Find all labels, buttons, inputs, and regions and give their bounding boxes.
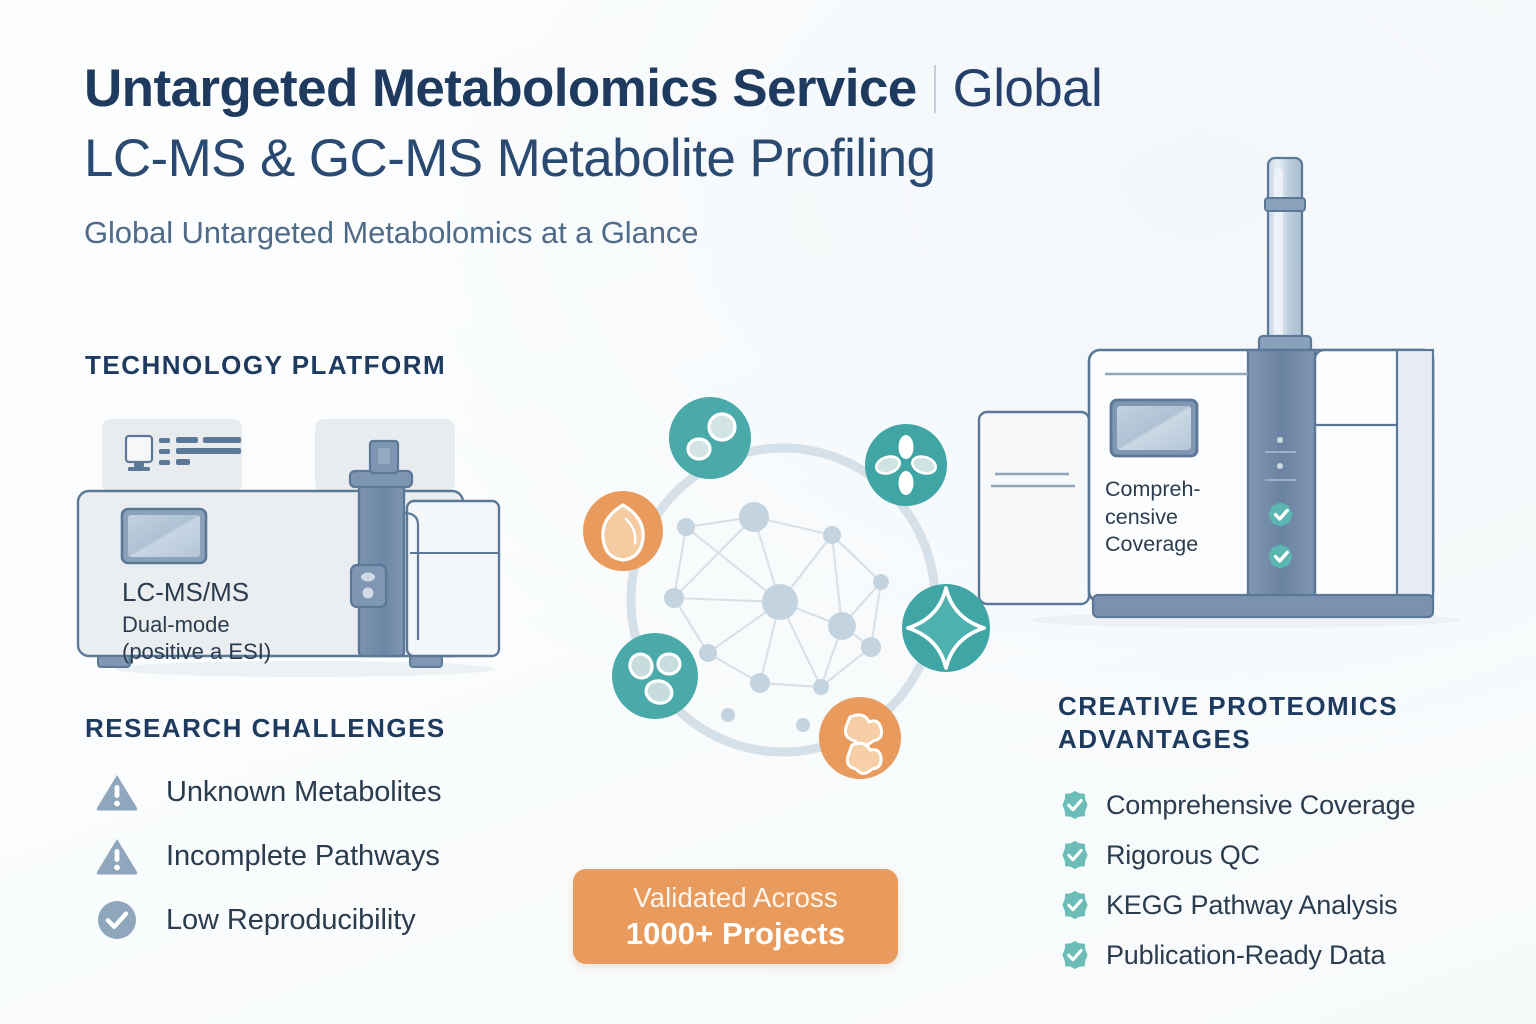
- advantage-item-label: Publication-Ready Data: [1106, 939, 1386, 970]
- lcms-right-module: [348, 439, 501, 658]
- advantage-item: Publication-Ready Data: [1058, 930, 1498, 980]
- challenge-item: Incomplete Pathways: [92, 824, 562, 888]
- lcms-instrument-name: LC-MS/MS: [122, 577, 249, 607]
- header-block: Untargeted Metabolomics Service Global LC…: [84, 55, 1304, 251]
- title-sub: Global: [952, 59, 1103, 118]
- network-icon-cells-pair: [669, 397, 751, 479]
- lcms-instrument-line2: Dual-mode: [122, 612, 230, 637]
- advantage-item: Rigorous QC: [1058, 830, 1498, 880]
- warning-triangle-icon: [92, 772, 142, 812]
- gcms-check-badge-1: [1268, 502, 1293, 527]
- challenge-item-label: Unknown Metabolites: [166, 775, 442, 808]
- advantage-item: KEGG Pathway Analysis: [1058, 880, 1498, 930]
- gcms-glass-column: [1257, 156, 1313, 355]
- advantages-heading-line-1: CREATIVE PROTEOMICS: [1058, 691, 1399, 721]
- validated-projects-badge: Validated Across 1000+ Projects: [573, 869, 898, 964]
- title-main: Untargeted Metabolomics Service: [84, 59, 917, 118]
- page-title-line-2: LC-MS & GC-MS Metabolite Profiling: [84, 129, 936, 188]
- advantage-item-label: KEGG Pathway Analysis: [1106, 889, 1398, 920]
- badge-line-2: 1000+ Projects: [625, 915, 846, 951]
- lcms-instrument-illustration: LC-MS/MS Dual-mode (positive a ESI): [76, 419, 501, 677]
- network-icon-molecule-cluster: [819, 697, 901, 779]
- metabolite-network-diagram: [583, 397, 990, 779]
- network-icon-flower-cluster: [865, 424, 947, 506]
- advantage-item-label: Comprehensive Coverage: [1106, 789, 1416, 820]
- gcms-label-line-3: Coverage: [1105, 532, 1199, 556]
- network-icon-seed-cell: [583, 491, 663, 571]
- gcms-aux-cabinet: [977, 410, 1091, 606]
- advantages-heading-line-2: ADVANTAGES: [1058, 724, 1252, 754]
- gcms-label-line-1: Compreh-: [1105, 477, 1201, 501]
- advantage-item-label: Rigorous QC: [1106, 839, 1260, 870]
- lcms-control-panel-icon: [124, 434, 241, 471]
- challenge-item: Unknown Metabolites: [92, 760, 562, 824]
- creative-proteomics-advantages-heading: CREATIVE PROTEOMICS ADVANTAGES: [1058, 690, 1478, 756]
- advantage-item: Comprehensive Coverage: [1058, 780, 1498, 830]
- challenge-item: Low Reproducibility: [92, 888, 562, 952]
- network-icon-sparkle-star: [902, 584, 990, 672]
- technology-platform-heading: TECHNOLOGY PLATFORM: [85, 350, 447, 380]
- gcms-check-badge-2: [1268, 544, 1293, 569]
- research-challenges-heading: RESEARCH CHALLENGES: [85, 713, 446, 743]
- page-title-line-1: Untargeted Metabolomics Service Global: [84, 55, 1304, 123]
- network-nodes: [664, 502, 889, 732]
- badge-line-1: Validated Across: [633, 881, 838, 913]
- gcms-indicator-marks: [1265, 437, 1296, 481]
- lcms-instrument-line3: (positive a ESI): [122, 639, 271, 664]
- gcms-display-screen: [1109, 398, 1199, 458]
- challenge-item-label: Incomplete Pathways: [166, 839, 440, 872]
- challenge-item-label: Low Reproducibility: [166, 903, 416, 936]
- lcms-display-screen: [120, 507, 208, 565]
- check-rosette-icon: [1058, 840, 1092, 870]
- title-divider: [933, 65, 936, 113]
- gcms-coverage-label: Compreh- censive Coverage: [1105, 476, 1265, 559]
- warning-triangle-icon: [92, 836, 142, 876]
- research-challenges-list: Unknown Metabolites Incomplete Pathways …: [92, 760, 562, 952]
- gcms-label-line-2: censive: [1105, 504, 1178, 529]
- check-rosette-icon: [1058, 940, 1092, 970]
- network-icon-cells-triple: [612, 633, 698, 719]
- gcms-instrument-illustration: [977, 156, 1460, 628]
- check-rosette-icon: [1058, 790, 1092, 820]
- check-rosette-icon: [1058, 890, 1092, 920]
- check-circle-icon: [92, 899, 142, 941]
- page-subtitle: Global Untargeted Metabolomics at a Glan…: [84, 215, 699, 250]
- creative-proteomics-advantages-list: Comprehensive Coverage Rigorous QC KEGG …: [1058, 780, 1498, 980]
